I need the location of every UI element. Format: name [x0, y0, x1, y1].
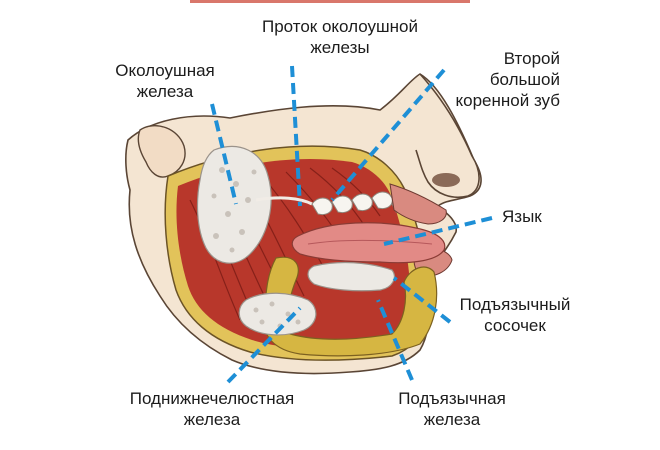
- label-sublingual-gland: Подъязычная железа: [398, 389, 506, 429]
- label-parotid-duct: Проток околоушной железы: [262, 17, 418, 57]
- label-submandibular-gland: Поднижнечелюстная железа: [129, 389, 295, 429]
- label-tongue: Язык: [502, 207, 542, 226]
- top-rule: [190, 0, 470, 3]
- leader-sublingual-gland: [376, 299, 414, 381]
- label-sublingual-papilla: Подъязычный сосочек: [459, 295, 571, 335]
- nostril: [432, 173, 460, 187]
- leader-parotid-gland: [210, 103, 238, 205]
- label-parotid-gland: Околоушная железа: [115, 61, 215, 101]
- upper-teeth: [311, 191, 407, 215]
- leader-sublingual-papilla: [392, 276, 452, 324]
- leader-tongue: [383, 216, 493, 246]
- leader-parotid-duct: [290, 65, 302, 207]
- tongue-midline: [307, 239, 433, 245]
- leader-second-molar: [330, 68, 446, 202]
- parotid-gland-texture: [211, 167, 257, 253]
- tongue-shape: [291, 222, 446, 264]
- leader-submandibular-gland: [226, 306, 302, 384]
- parotid-duct-shape: [255, 196, 313, 206]
- submandibular-gland-shape: [238, 292, 317, 336]
- leader-lines: [210, 65, 493, 384]
- sublingual-gland-shape: [307, 261, 395, 292]
- nose: [415, 73, 480, 198]
- upper-lip: [389, 183, 447, 225]
- label-second-molar: Второй большой коренной зуб: [455, 49, 560, 110]
